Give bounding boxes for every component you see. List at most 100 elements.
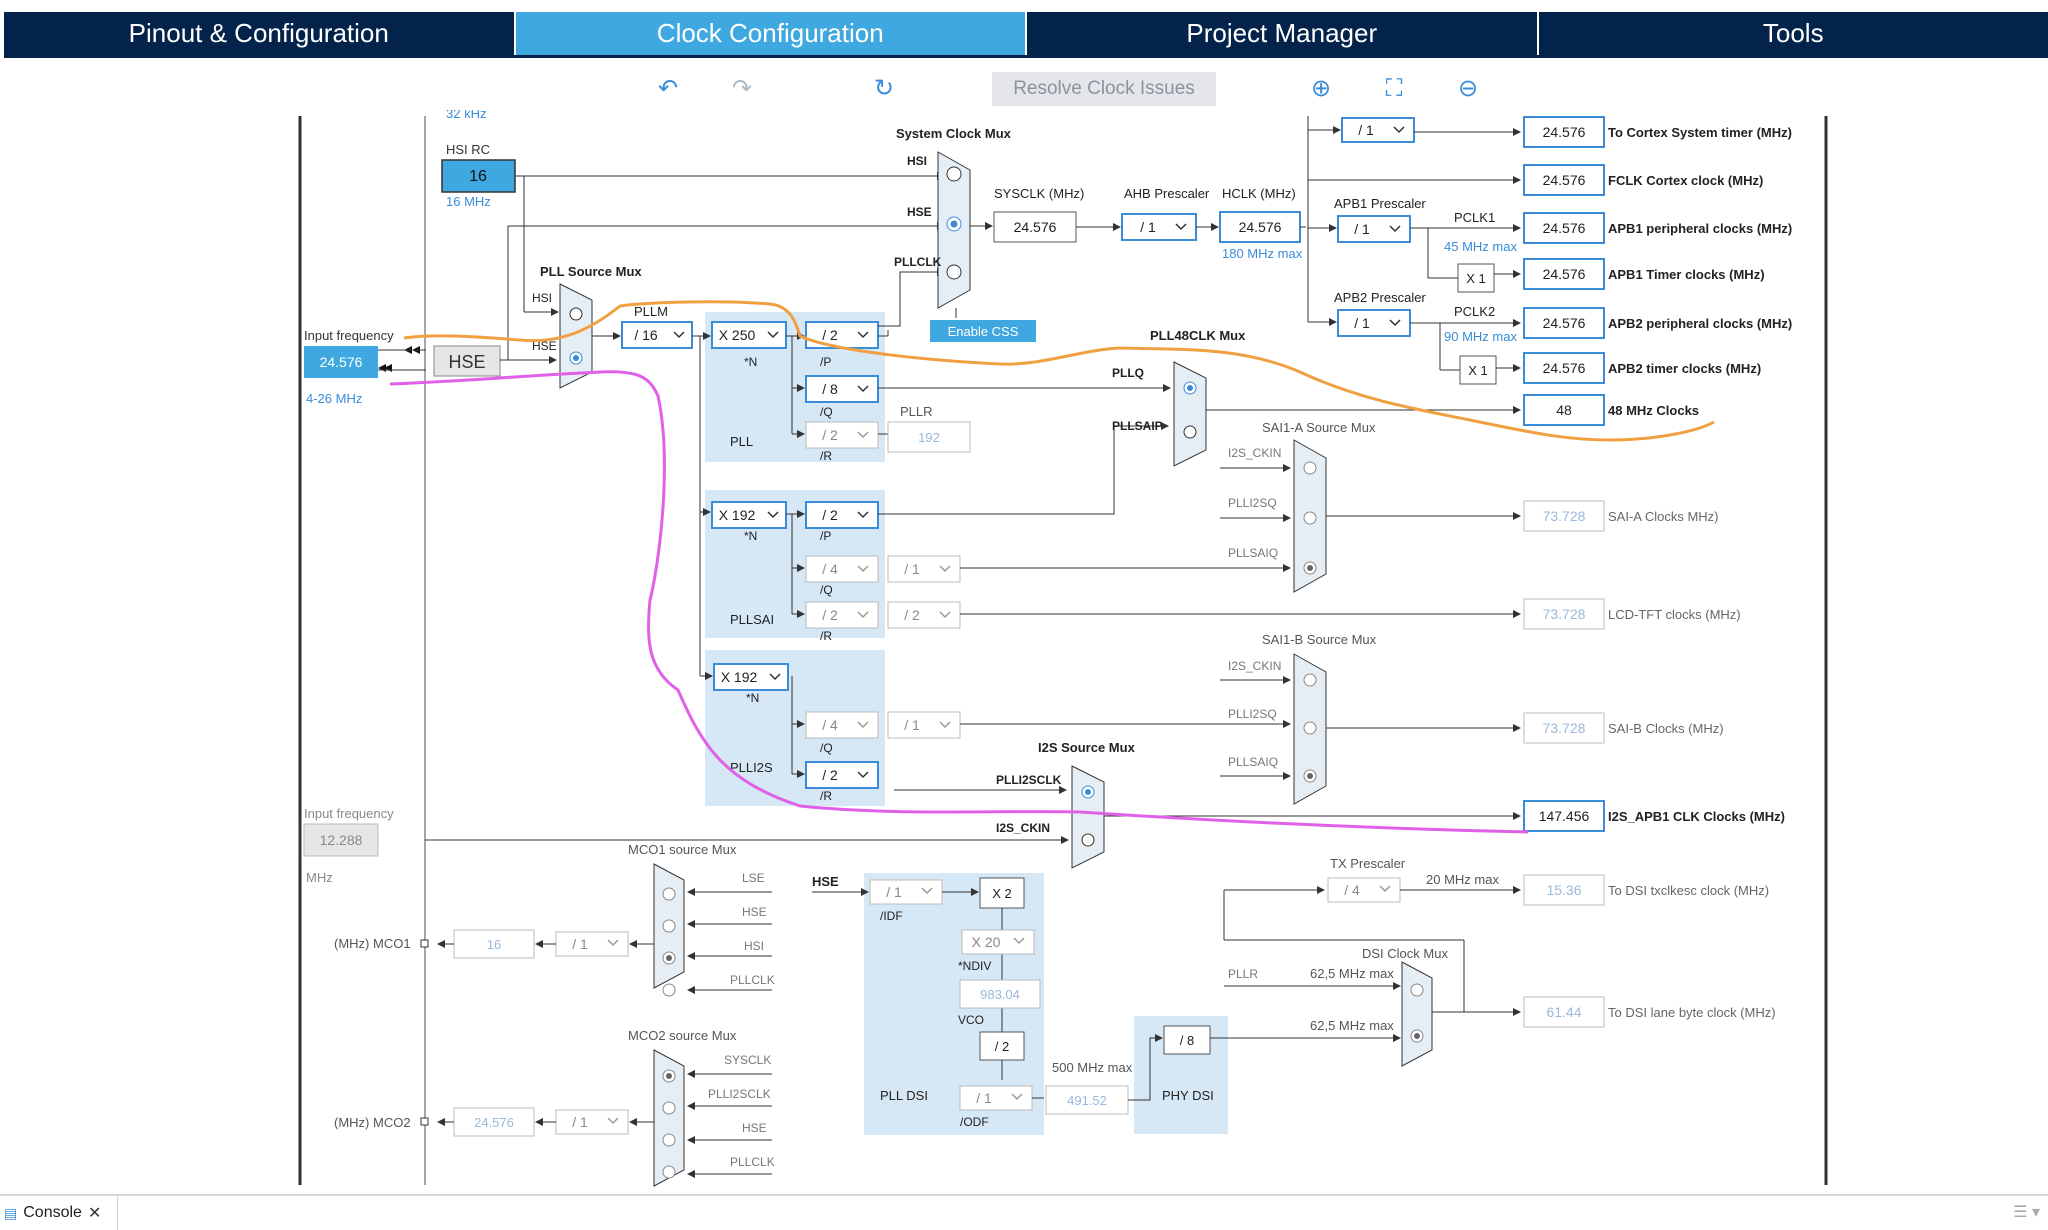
- apb1-select[interactable]: [1338, 216, 1410, 242]
- apb1-max: 45 MHz max: [1444, 239, 1517, 254]
- pll48-pllsaip-radio[interactable]: [1184, 426, 1196, 438]
- output-value: 24.576: [1543, 360, 1586, 376]
- pllsai-q2-select[interactable]: [888, 556, 960, 582]
- dsi-ndiv-label: *NDIV: [958, 959, 991, 973]
- pclk1-label: PCLK1: [1454, 210, 1495, 225]
- tab-clock-configuration[interactable]: Clock Configuration: [516, 12, 1028, 55]
- dsi-div2-value: / 2: [995, 1039, 1009, 1054]
- pll-src-hsi-radio[interactable]: [570, 308, 582, 320]
- dsi-500-max: 500 MHz max: [1052, 1060, 1133, 1075]
- tab-tools[interactable]: Tools: [1539, 12, 2048, 55]
- plli2s-q-select[interactable]: [806, 712, 878, 738]
- apb1-label: APB1 Prescaler: [1334, 196, 1426, 211]
- plli2s-q2-select[interactable]: [888, 712, 960, 738]
- mco1-lse-radio[interactable]: [663, 888, 675, 900]
- dsi-clock-mux-title: DSI Clock Mux: [1362, 946, 1448, 961]
- resolve-clock-issues-button[interactable]: Resolve Clock Issues: [992, 72, 1216, 106]
- input-freq-label: Input frequency: [304, 328, 394, 343]
- sysclk-pllclk-radio[interactable]: [947, 265, 961, 279]
- plli2s-r-label: /R: [820, 789, 832, 803]
- tab-project-manager[interactable]: Project Manager: [1027, 12, 1539, 55]
- pllsai-n-value: X 192: [719, 507, 756, 523]
- output-value: 24.576: [1543, 172, 1586, 188]
- i2s-mux-title: I2S Source Mux: [1038, 740, 1136, 755]
- pll-q-select[interactable]: [806, 376, 878, 402]
- output-label: APB2 peripheral clocks (MHz): [1608, 316, 1792, 331]
- pllsai-q-select[interactable]: [806, 556, 878, 582]
- zoom-out-icon[interactable]: ⊖: [1455, 76, 1481, 102]
- i2s-in1-label: PLLI2SCLK: [996, 773, 1062, 787]
- tx-prescaler-select[interactable]: [1328, 878, 1400, 902]
- pllsai-p-select[interactable]: [806, 502, 878, 528]
- hsi-rc-label: HSI RC: [446, 142, 490, 157]
- console-view-menu-icon[interactable]: ☰ ▾: [2013, 1202, 2040, 1222]
- pllm-label: PLLM: [634, 304, 668, 319]
- refresh-icon[interactable]: ↻: [871, 76, 897, 102]
- close-icon[interactable]: ✕: [88, 1203, 101, 1223]
- sai1a-in1-radio[interactable]: [1304, 462, 1316, 474]
- pll-r-select[interactable]: [806, 422, 878, 448]
- mco1-div-value: / 1: [572, 936, 588, 952]
- i2s-in2-label: I2S_CKIN: [996, 821, 1050, 835]
- tx-prescaler-value: / 4: [1344, 882, 1360, 898]
- output-label: I2S_APB1 CLK Clocks (MHz): [1608, 809, 1785, 824]
- zoom-in-icon[interactable]: ⊕: [1308, 76, 1334, 102]
- tab-bar: Pinout & Configuration Clock Configurati…: [4, 12, 2048, 58]
- output-value: 24.576: [1543, 124, 1586, 140]
- pll-p-label: /P: [820, 355, 831, 369]
- pllsai-r-select[interactable]: [806, 602, 878, 628]
- pll-p-select[interactable]: [806, 322, 878, 348]
- mco2-in-hse: HSE: [742, 1121, 767, 1135]
- phy-div-value: / 8: [1180, 1033, 1194, 1048]
- dsi-odf-output: 491.52: [1067, 1093, 1107, 1108]
- ahb-select[interactable]: [1122, 214, 1196, 240]
- plli2s-r-select[interactable]: [806, 762, 878, 788]
- mco2-div-select[interactable]: [556, 1110, 628, 1134]
- apb2-x-value: X 1: [1468, 363, 1488, 378]
- tx-max: 20 MHz max: [1426, 872, 1499, 887]
- mco1-div-select[interactable]: [556, 932, 628, 956]
- output-value: 24.576: [1543, 315, 1586, 331]
- dsi-odf-select[interactable]: [960, 1086, 1032, 1110]
- mco1-pllclk-radio[interactable]: [663, 984, 675, 996]
- fit-screen-icon[interactable]: ⛶: [1381, 76, 1407, 102]
- mco2-plli2sclk-radio[interactable]: [663, 1102, 675, 1114]
- mco1-mux-title: MCO1 source Mux: [628, 842, 737, 857]
- output-label: FCLK Cortex clock (MHz): [1608, 173, 1763, 188]
- mco2-hse-radio[interactable]: [663, 1134, 675, 1146]
- pll-q-value: / 8: [822, 381, 838, 397]
- mco1-in-hsi: HSI: [744, 939, 764, 953]
- i2s-in2-radio[interactable]: [1082, 834, 1094, 846]
- pll48clk-mux-title: PLL48CLK Mux: [1150, 328, 1246, 343]
- mco1-hse-radio[interactable]: [663, 920, 675, 932]
- dsi-62-max-a: 62,5 MHz max: [1310, 966, 1394, 981]
- sai1b-in3-label: PLLSAIQ: [1228, 755, 1278, 769]
- apb2-select[interactable]: [1338, 310, 1410, 336]
- sai1a-in1-label: I2S_CKIN: [1228, 446, 1281, 460]
- dsi-odf-label: /ODF: [960, 1115, 989, 1129]
- sai1b-in2-radio[interactable]: [1304, 722, 1316, 734]
- clock-tree-svg: 32 kHz HSI RC 16 16 MHz Input frequency …: [0, 110, 2048, 1190]
- mco2-pllclk-radio[interactable]: [663, 1166, 675, 1178]
- pll-q-label: /Q: [820, 405, 833, 419]
- pllm-value: / 16: [634, 327, 658, 343]
- pllr-label: PLLR: [900, 404, 933, 419]
- dsi-mux-pllr-radio[interactable]: [1411, 984, 1423, 996]
- sai1b-in1-radio[interactable]: [1304, 674, 1316, 686]
- dsi-idf-select[interactable]: [870, 880, 942, 904]
- output-value: 73.728: [1543, 508, 1586, 524]
- dsi-clock-mux: [1402, 962, 1432, 1066]
- undo-icon[interactable]: ↶: [655, 76, 681, 102]
- sai1b-in2-label: PLLI2SQ: [1228, 707, 1277, 721]
- cortex-div-select[interactable]: [1342, 118, 1414, 142]
- sai1a-in2-radio[interactable]: [1304, 512, 1316, 524]
- tab-pinout[interactable]: Pinout & Configuration: [4, 12, 516, 55]
- redo-icon[interactable]: ↷: [729, 76, 755, 102]
- pllsai-r2-select[interactable]: [888, 602, 960, 628]
- sai1a-in2-label: PLLI2SQ: [1228, 496, 1277, 510]
- console-tab[interactable]: ▤ Console ✕: [0, 1196, 118, 1230]
- sai1b-mux-title: SAI1-B Source Mux: [1262, 632, 1377, 647]
- dsi-pllr-label: PLLR: [1228, 967, 1258, 981]
- plli2s-n-value: X 192: [721, 669, 758, 685]
- sysclk-hsi-radio[interactable]: [947, 167, 961, 181]
